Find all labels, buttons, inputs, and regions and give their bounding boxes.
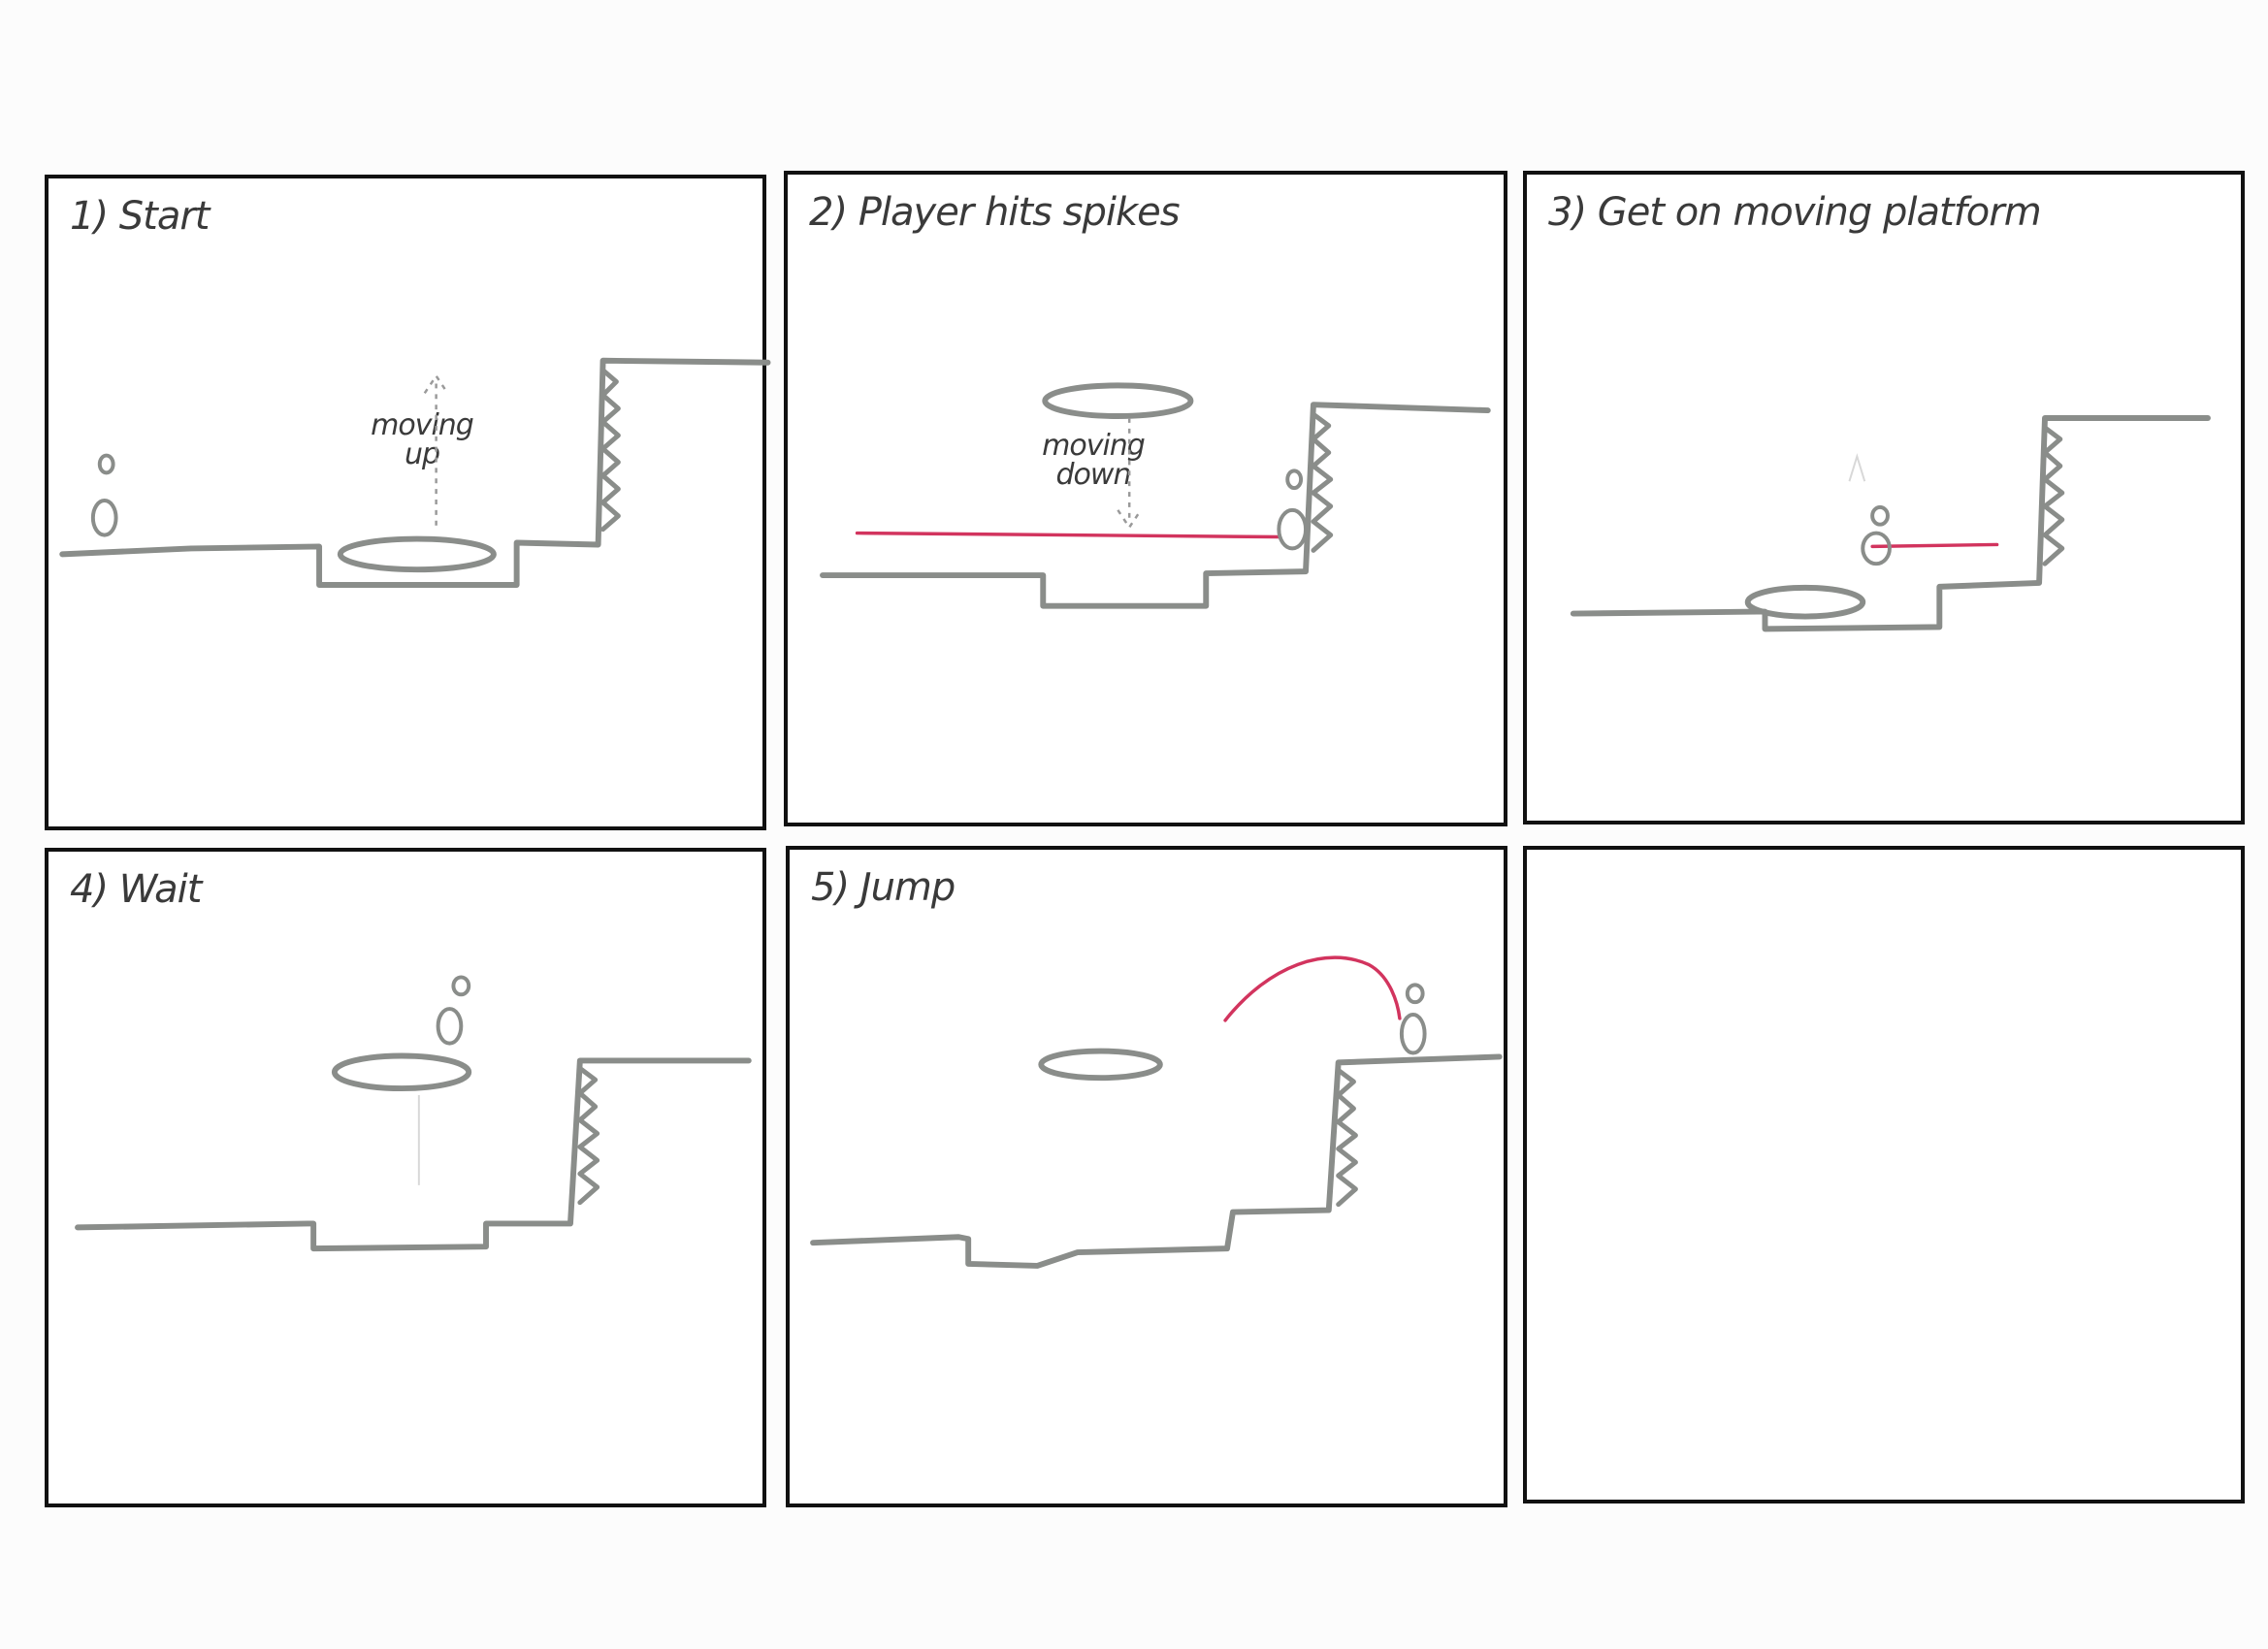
panel-2-note-moving-down: moving down (1042, 429, 1146, 492)
panel-4: 4) Wait (45, 848, 766, 1507)
panel-3: 3) Get on moving platform (1523, 171, 2245, 824)
panel-1-sketch (59, 357, 771, 588)
ground-line (820, 402, 1491, 609)
panel-2-caption: 2) Player hits spikes (809, 190, 1181, 235)
panel-5-sketch (810, 955, 1503, 1269)
faint-arrow (1848, 453, 1866, 482)
moving-platform (1744, 584, 1866, 620)
ground-line (59, 357, 771, 588)
panel-1-caption: 1) Start (70, 194, 210, 239)
jump-arc (1223, 955, 1402, 1022)
panel-5-caption: 5) Jump (811, 865, 956, 910)
panel-3-caption: 3) Get on moving platform (1548, 190, 2042, 235)
player-path-line (855, 531, 1281, 539)
spikes-icon (600, 368, 621, 533)
panel-3-sketch (1570, 415, 2211, 632)
player-head (1405, 983, 1425, 1005)
moving-platform (337, 535, 497, 573)
spikes-icon (1311, 411, 1334, 553)
spikes-icon (1336, 1067, 1358, 1208)
player-body (90, 499, 118, 537)
player-head (97, 453, 115, 475)
panel-1: 1) Start moving up (45, 175, 771, 830)
arrowhead-up-icon (423, 373, 449, 395)
player-path-line (1870, 542, 1999, 549)
panel-1-note-moving-up: moving up (371, 408, 474, 471)
player-body (1861, 531, 1892, 566)
player-body (1399, 1013, 1427, 1055)
player-head (451, 975, 471, 997)
ground-line (810, 1053, 1503, 1269)
player-head (1870, 504, 1890, 527)
player-body (1277, 507, 1308, 551)
moving-platform (1042, 382, 1194, 419)
spikes-icon (2042, 425, 2065, 566)
arrowhead-down-icon (1117, 509, 1143, 530)
panel-2-sketch (820, 382, 1491, 609)
panel-6 (1523, 846, 2245, 1504)
player-body (436, 1007, 464, 1046)
spikes-icon (577, 1065, 600, 1206)
panel-4-sketch (75, 975, 752, 1252)
player-head (1285, 469, 1304, 491)
ground-line (1570, 415, 2211, 632)
panel-5: 5) Jump (786, 846, 1507, 1507)
panel-2: 2) Player hits spikes moving down (784, 171, 1507, 826)
moving-platform (331, 1052, 472, 1092)
ground-line (75, 1057, 752, 1252)
moving-platform (1038, 1048, 1163, 1082)
panel-4-caption: 4) Wait (70, 867, 202, 912)
